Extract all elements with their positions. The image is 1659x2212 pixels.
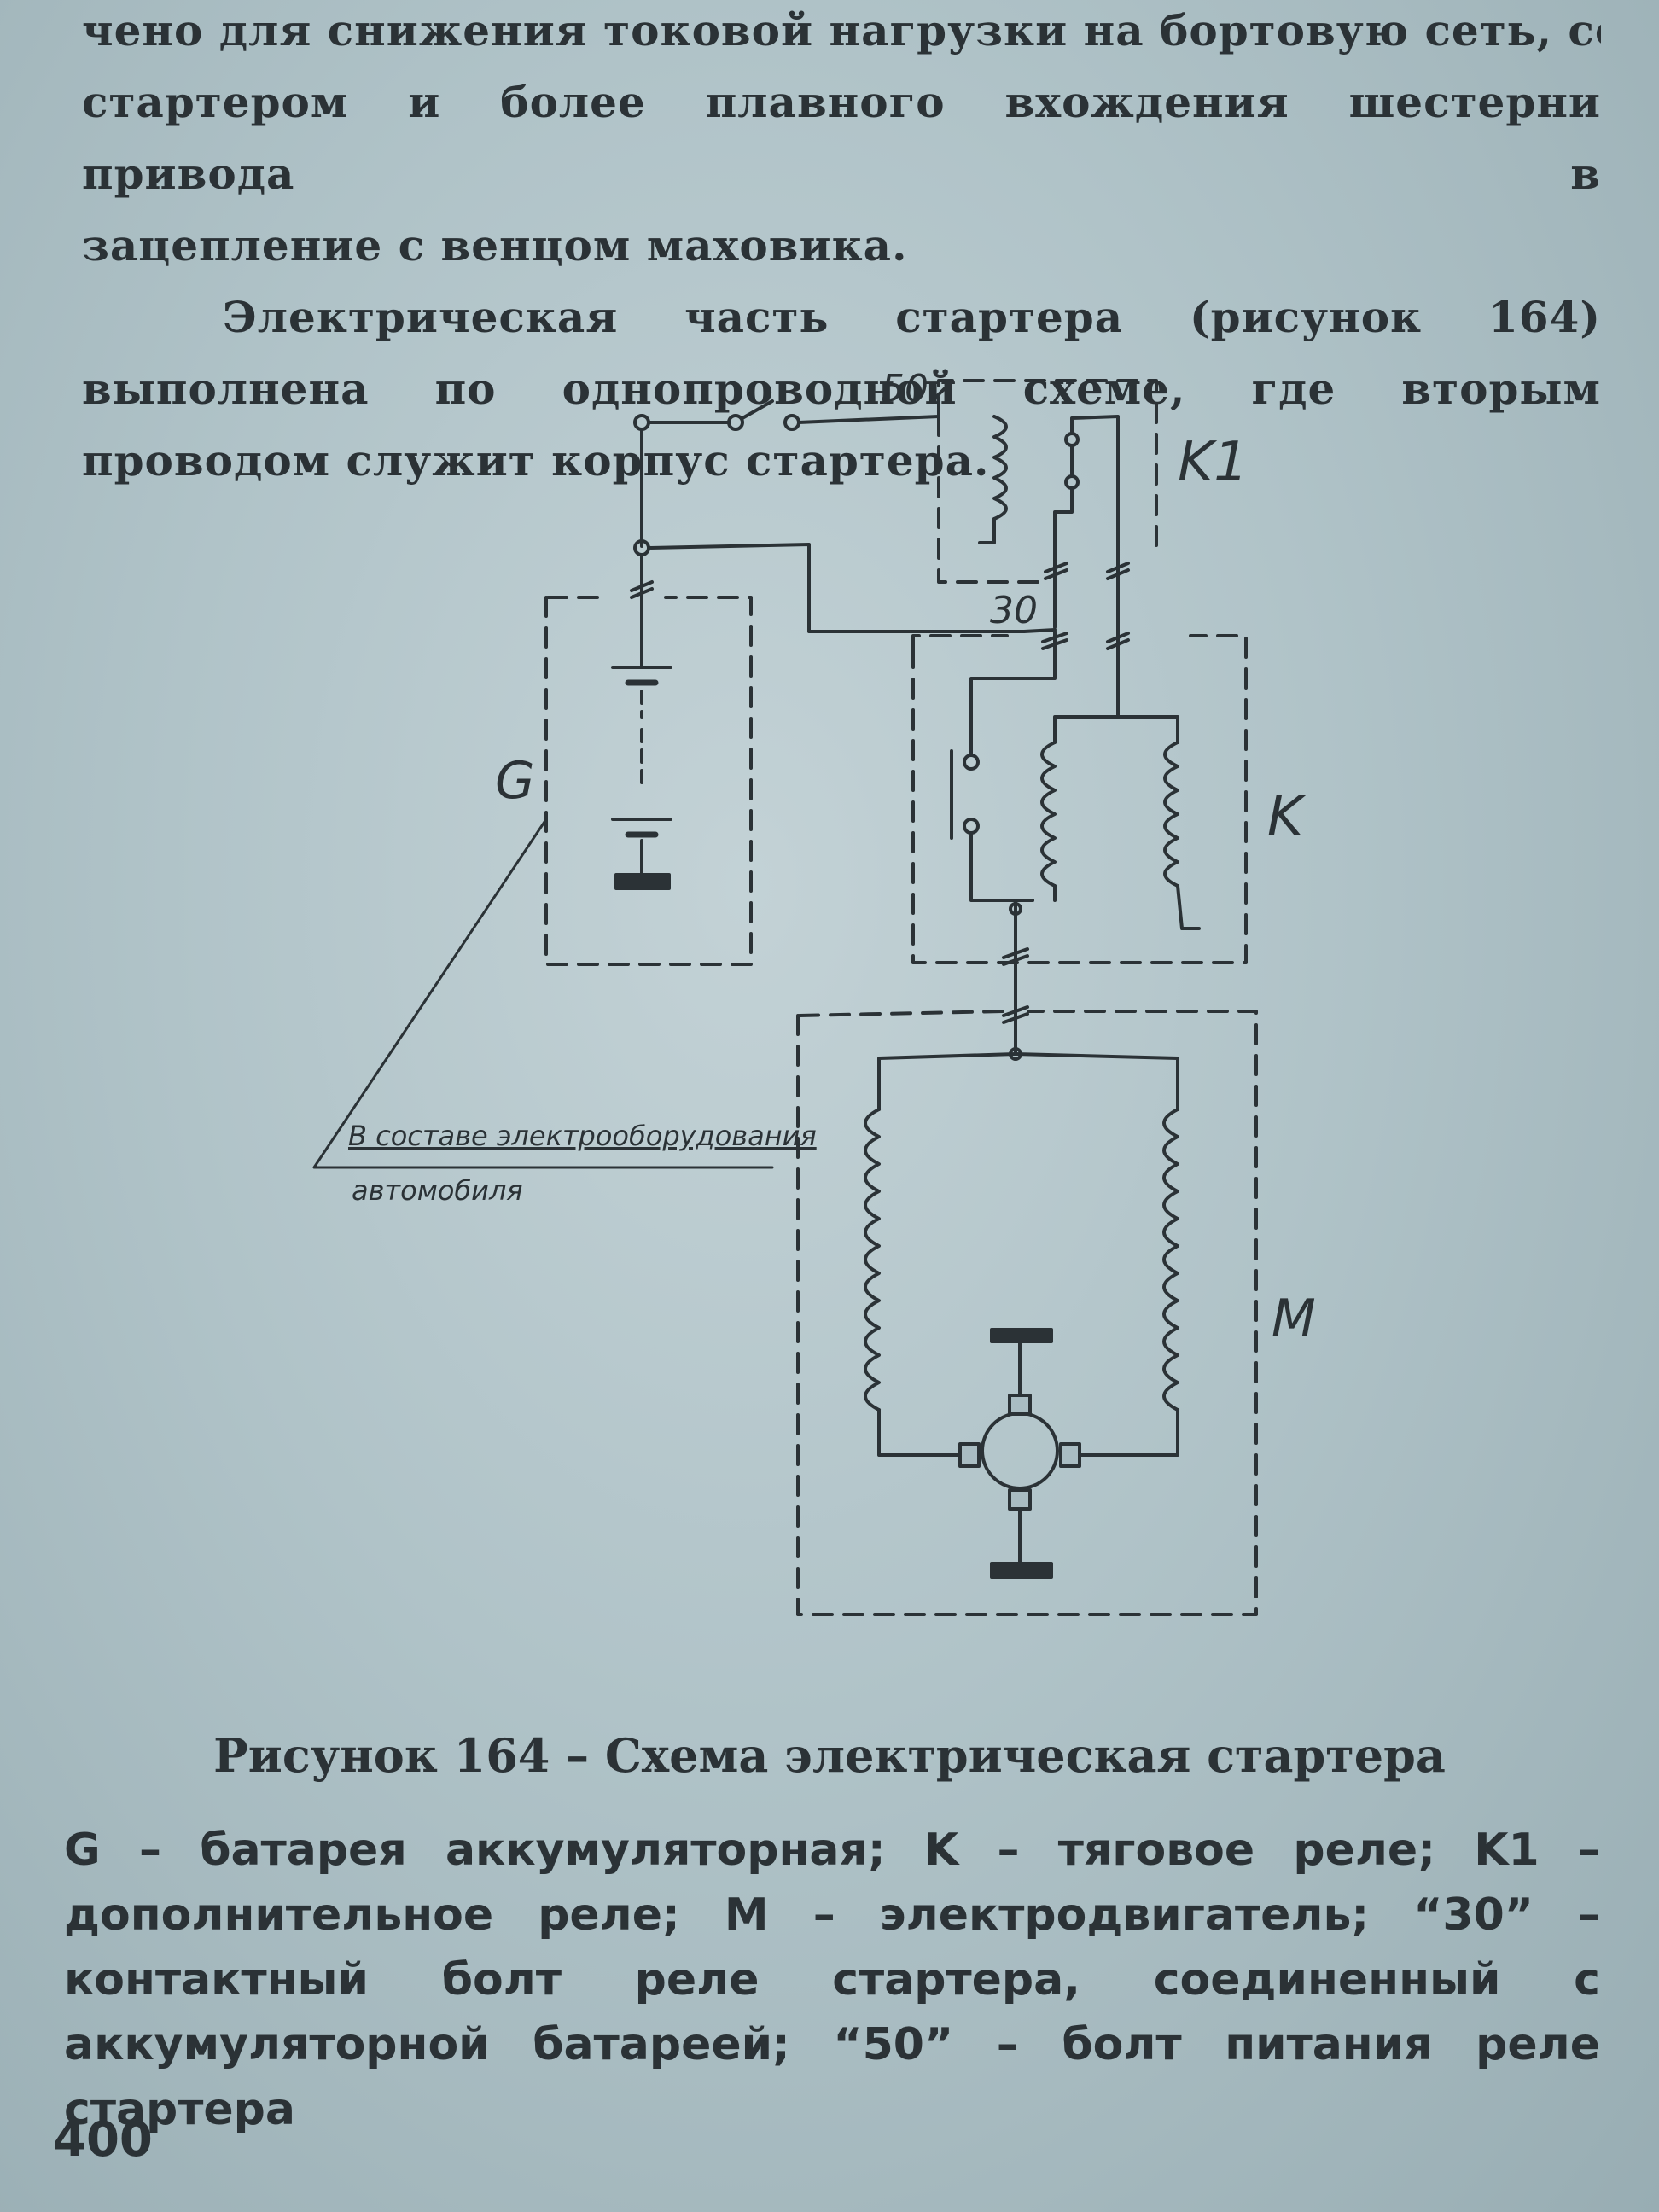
- k-label: K: [1267, 785, 1303, 848]
- k1-relay: [937, 379, 1158, 710]
- note-line-1: В составе электрооборудования: [348, 1120, 817, 1152]
- note-line-2: автомобиля: [352, 1174, 523, 1207]
- text-line-1: чено для снижения токовой нагрузки на бо…: [82, 5, 1601, 55]
- g-label: G: [495, 751, 535, 811]
- body-text: чено для снижения токовой нагрузки на бо…: [82, 0, 1601, 497]
- text-line-2: стартером и более плавного вхождения шес…: [82, 77, 1601, 199]
- ignition-switch: [633, 399, 1026, 633]
- figure-legend: G – батарея аккумуляторная; K – тяговое …: [64, 1825, 1600, 2135]
- traction-relay: [911, 628, 1248, 1061]
- figure-caption: Рисунок 164 – Схема электрическая старте…: [213, 1728, 1446, 1783]
- page-number: 400: [53, 2112, 153, 2168]
- note-leader: [312, 818, 774, 1169]
- k1-label: K1: [1178, 431, 1249, 494]
- m-label: M: [1272, 1289, 1316, 1348]
- starter-circuit-diagram: 50 30 K1 G K M В составе электрооборудов…: [0, 341, 1659, 1673]
- paragraph-2: Электрическая часть стартера (рисунок 16…: [82, 292, 1601, 486]
- terminal-30-label: 30: [990, 589, 1038, 632]
- text-line-3: зацепление с венцом маховика.: [82, 220, 908, 271]
- electric-motor: [796, 1010, 1258, 1616]
- terminal-50-label: 50: [881, 367, 928, 410]
- circuit-svg: [312, 379, 1258, 1616]
- battery: [544, 580, 753, 966]
